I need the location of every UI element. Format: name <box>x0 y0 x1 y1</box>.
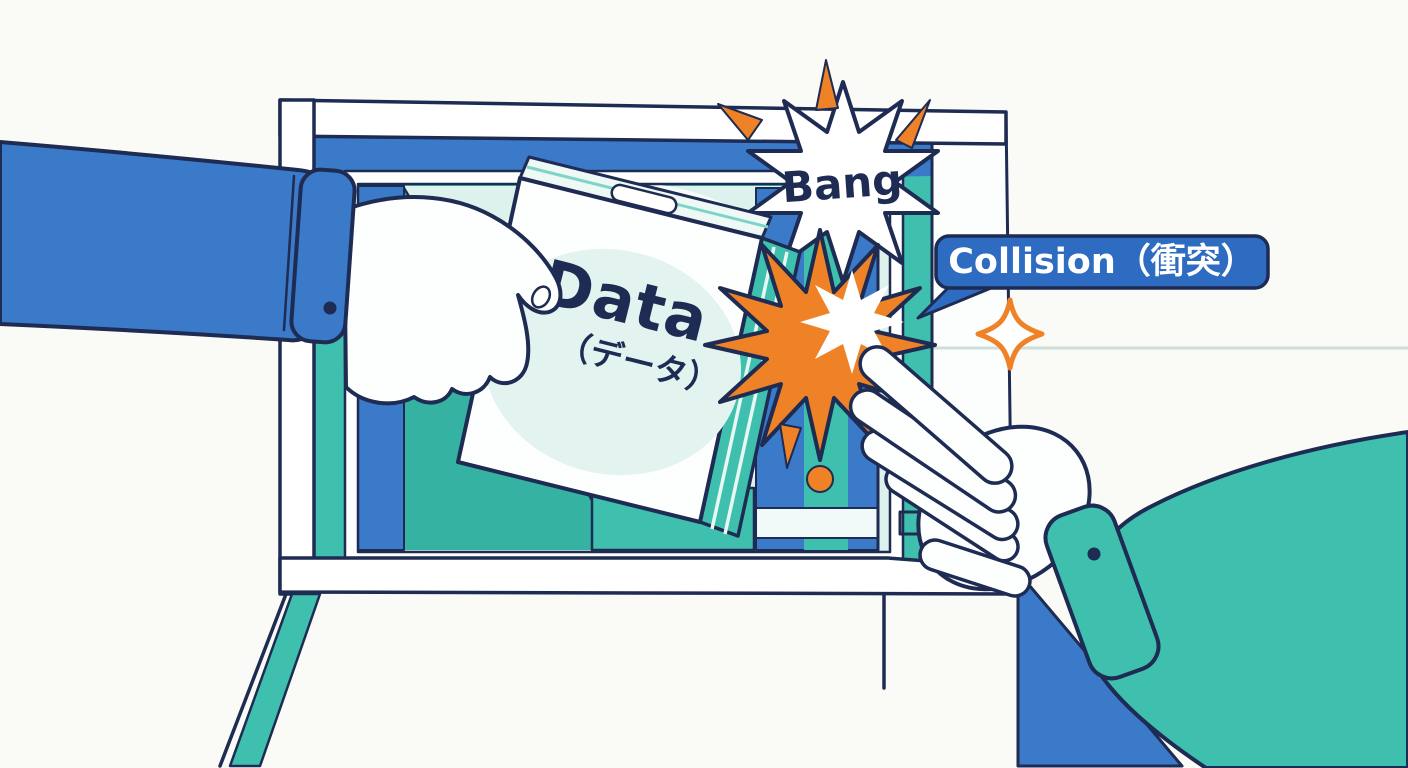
left-cuff-button <box>323 301 337 315</box>
badge-pill <box>934 234 1270 290</box>
collision-label: Collision（衝突） <box>948 242 1256 282</box>
left-sleeve-seam <box>282 174 296 332</box>
spark-ray-right-icon <box>895 99 931 149</box>
floor-line-left <box>218 592 288 768</box>
spark-ray-left-icon <box>717 103 763 141</box>
exclamation-icon <box>779 423 834 493</box>
left-arm <box>0 140 563 406</box>
left-sleeve <box>0 140 332 343</box>
right-cuff <box>1043 503 1161 681</box>
right-thumb <box>918 538 1032 598</box>
spark-ray-top-icon <box>815 59 839 111</box>
bang-label: Bang <box>780 155 903 212</box>
right-cuff-button <box>1087 547 1101 561</box>
frame-bottom-bar <box>278 556 1020 596</box>
collision-badge: Collision（衝突） <box>916 234 1270 320</box>
inner-white-band <box>755 507 879 539</box>
right-arm <box>848 345 1408 768</box>
left-cuff <box>289 167 357 345</box>
collision-burst-orange <box>703 228 937 462</box>
bang-starburst: Bang <box>717 59 940 284</box>
floor-wedge-teal <box>228 592 322 768</box>
right-finger-index <box>858 345 1014 485</box>
left-hand <box>342 195 563 406</box>
left-thumbnail <box>530 285 552 309</box>
exclamation-dot <box>806 465 834 493</box>
exclamation-bar <box>779 423 802 469</box>
book-spine-tab <box>610 183 678 215</box>
sparkle-icon <box>975 297 1045 371</box>
